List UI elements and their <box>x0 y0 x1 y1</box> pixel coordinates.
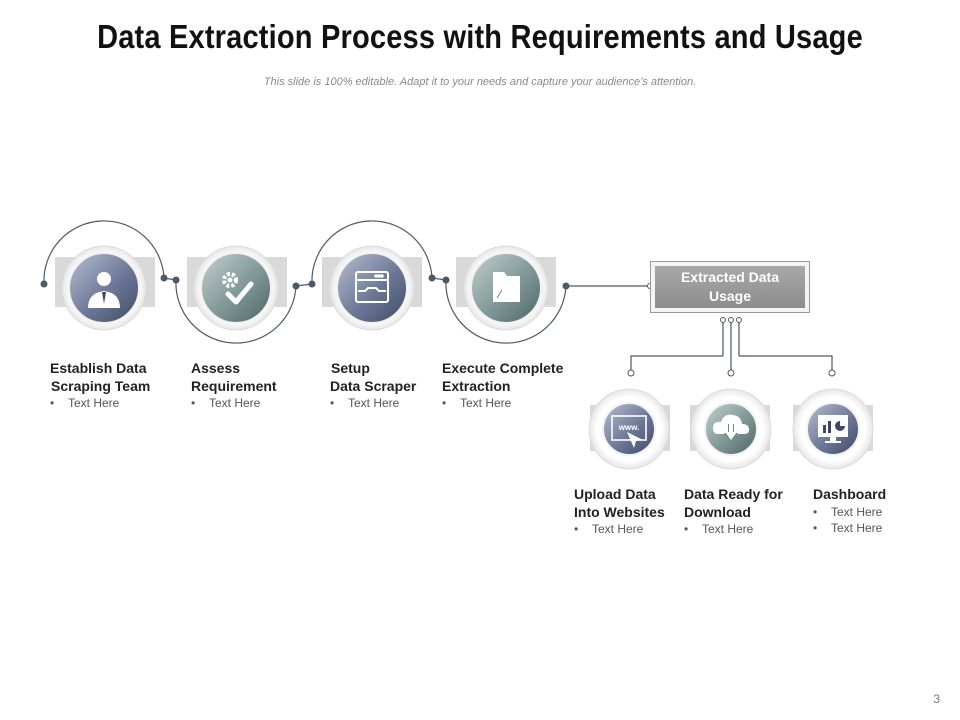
step-2-line2: Requirement <box>191 378 277 394</box>
usage-2-line1: Data Ready for <box>684 486 783 502</box>
gear-check-icon <box>222 272 254 305</box>
browser-tool-icon <box>355 271 389 303</box>
slide-title: Data Extraction Process with Requirement… <box>97 18 863 55</box>
usage-branches <box>630 320 833 372</box>
connector-dots <box>40 274 570 290</box>
usage-2-bullet: Text Here <box>684 522 753 536</box>
usage-box-line1: Extracted Data <box>680 269 780 285</box>
step-2-line1: Assess <box>191 360 241 376</box>
branch-nodes <box>627 317 836 377</box>
usage-box-line2: Usage <box>708 288 751 304</box>
www-cursor-icon: www. <box>611 415 647 448</box>
usage-3-line1: Dashboard <box>813 486 887 502</box>
usage-2-line2: Download <box>684 504 751 520</box>
usage-1-label: Upload Data Into Websites <box>574 485 665 521</box>
step-3-bullet: Text Here <box>330 396 399 410</box>
step-1-label: Establish Data Scraping Team <box>50 359 150 395</box>
step-circle-2 <box>187 245 287 331</box>
step-2-bullet: Text Here <box>191 396 260 410</box>
usage-1-line1: Upload Data <box>574 486 656 502</box>
usage-box-label: Extracted Data Usage <box>655 266 805 308</box>
svg-text:www.: www. <box>618 423 640 432</box>
extracted-data-usage-box: Extracted Data Usage <box>650 261 810 313</box>
step-3-label: Setup Data Scraper <box>330 359 416 395</box>
dashboard-monitor-icon <box>818 415 848 443</box>
step-4-line1: Execute Complete <box>442 360 564 376</box>
step-connectors <box>43 220 650 344</box>
step-circle-3 <box>322 245 422 331</box>
usage-1-bullet: Text Here <box>574 522 643 536</box>
usage-1-line2: Into Websites <box>574 504 665 520</box>
step-circle-1 <box>55 245 155 331</box>
cloud-download-icon <box>713 414 749 442</box>
step-1-line2: Scraping Team <box>51 378 151 394</box>
step-4-bullet: Text Here <box>442 396 511 410</box>
usage-3-bullet-2: Text Here <box>813 521 882 535</box>
step-2-label: Assess Requirement <box>191 359 277 395</box>
step-3-line1: Setup <box>331 360 370 376</box>
step-4-label: Execute Complete Extraction <box>442 359 563 395</box>
usage-2-label: Data Ready for Download <box>684 485 783 521</box>
page-number: 3 <box>933 692 940 706</box>
step-3-line2: Data Scraper <box>330 378 417 394</box>
person-icon <box>88 272 120 308</box>
step-1-bullet: Text Here <box>50 396 119 410</box>
step-4-line2: Extraction <box>442 378 511 394</box>
usage-3-bullet-1: Text Here <box>813 505 882 519</box>
folder-icon <box>493 272 520 302</box>
usage-3-label: Dashboard <box>813 485 886 503</box>
slide-subtitle: This slide is 100% editable. Adapt it to… <box>263 76 697 88</box>
step-1-line1: Establish Data <box>50 360 147 376</box>
